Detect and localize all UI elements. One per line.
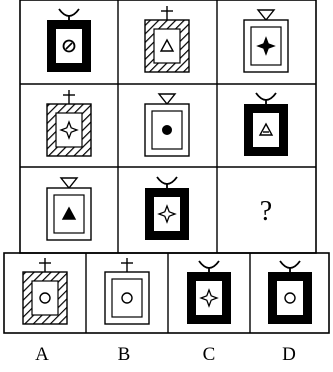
option-a-figure[interactable]: [23, 258, 67, 324]
grid-cell-1[interactable]: [47, 9, 91, 72]
cup-icon: [199, 261, 219, 268]
option-b-label[interactable]: B: [104, 344, 144, 366]
option-d-figure[interactable]: [268, 261, 312, 324]
triangle-down-icon: [61, 178, 77, 188]
grid-cell-4[interactable]: [47, 90, 91, 156]
option-a-label[interactable]: A: [22, 344, 62, 366]
grid-figures: ?: [47, 6, 288, 240]
option-c-figure[interactable]: [187, 261, 231, 324]
cup-icon: [256, 93, 276, 100]
grid-cell-5[interactable]: [145, 94, 189, 156]
cup-icon: [157, 177, 177, 184]
circle-outline-icon: [285, 293, 295, 303]
filled-circle-icon: [162, 125, 172, 135]
circle-outline-icon: [40, 293, 50, 303]
option-d-label[interactable]: D: [269, 344, 309, 366]
grid-cell-7[interactable]: [47, 178, 91, 240]
grid-cell-8[interactable]: [145, 177, 189, 240]
grid-cell-6[interactable]: [244, 93, 288, 156]
cup-icon: [59, 9, 79, 16]
option-c-label[interactable]: C: [189, 344, 229, 366]
grid-cell-3[interactable]: [244, 10, 288, 72]
cup-icon: [280, 261, 300, 268]
triangle-down-icon: [159, 94, 175, 104]
triangle-down-icon: [258, 10, 274, 20]
option-b-figure[interactable]: [105, 258, 149, 324]
circle-outline-icon: [122, 293, 132, 303]
grid-cell-2[interactable]: [145, 6, 189, 72]
missing-cell-question-mark: ?: [260, 196, 272, 227]
